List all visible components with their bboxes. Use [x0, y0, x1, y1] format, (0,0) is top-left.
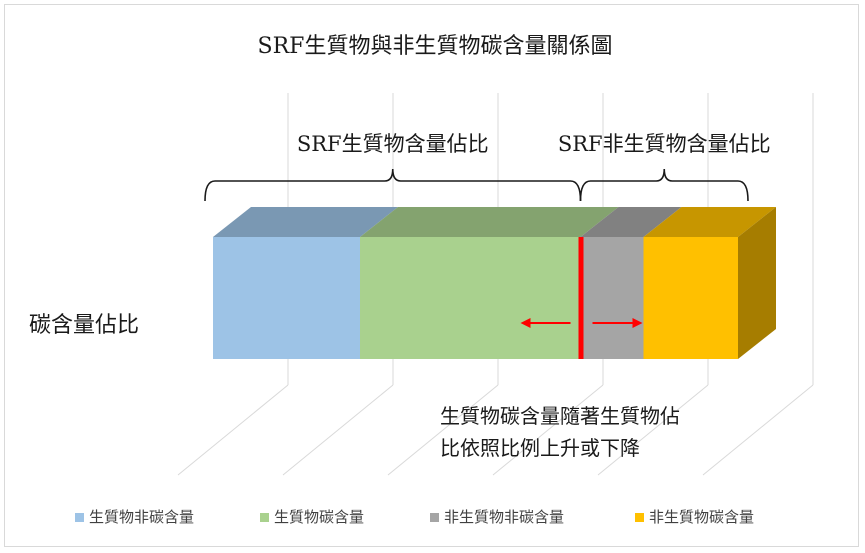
- gridline-floor: [387, 384, 499, 476]
- gridline-floor: [282, 384, 394, 476]
- bar-segment-4: [643, 237, 738, 359]
- annotation-line-1: 生質物碳含量隨著生質物佔: [440, 404, 680, 428]
- legend: 生質物非碳含量 生質物碳含量 非生質物非碳含量 非生質物碳含量: [75, 508, 754, 526]
- legend-label-4: 非生質物碳含量: [649, 508, 754, 526]
- bars: [213, 207, 776, 359]
- gridline-floor: [177, 384, 289, 476]
- bar-top-2: [360, 207, 619, 237]
- bar-segment-3: [580, 237, 644, 359]
- category-label: 碳含量佔比: [29, 313, 139, 338]
- chart-title: SRF生質物與非生質物碳含量關係圖: [258, 34, 613, 59]
- bar-top-4: [643, 207, 776, 237]
- legend-swatch-3: [430, 513, 439, 522]
- legend-label-3: 非生質物非碳含量: [444, 508, 564, 526]
- annotation-line-2: 比依照比例上升或下降: [440, 436, 640, 460]
- biomass-label: SRF生質物含量佔比: [297, 132, 489, 156]
- non-biomass-label: SRF非生質物含量佔比: [558, 132, 771, 156]
- gridline-floor: [702, 384, 814, 476]
- bar-top-3: [580, 207, 682, 237]
- arrow-right-head: [632, 318, 643, 328]
- bar-segment-1: [213, 237, 360, 359]
- biomass-bracket: [204, 168, 582, 202]
- brackets: SRF生質物含量佔比 SRF非生質物含量佔比: [204, 132, 771, 202]
- bar-top-1: [213, 207, 398, 237]
- legend-swatch-4: [635, 513, 644, 522]
- legend-label-1: 生質物非碳含量: [89, 508, 194, 526]
- legend-swatch-2: [260, 513, 269, 522]
- bar-segment-2: [360, 237, 581, 359]
- divider-line: [578, 237, 584, 359]
- gridline-floor: [597, 384, 709, 476]
- non-biomass-bracket: [579, 168, 749, 202]
- legend-label-2: 生質物碳含量: [274, 508, 364, 526]
- bar-side: [738, 207, 776, 359]
- annotation: 生質物碳含量隨著生質物佔 比依照比例上升或下降: [440, 404, 680, 460]
- arrow-left-head: [520, 318, 531, 328]
- legend-swatch-1: [75, 513, 84, 522]
- gridline-floor: [492, 384, 604, 476]
